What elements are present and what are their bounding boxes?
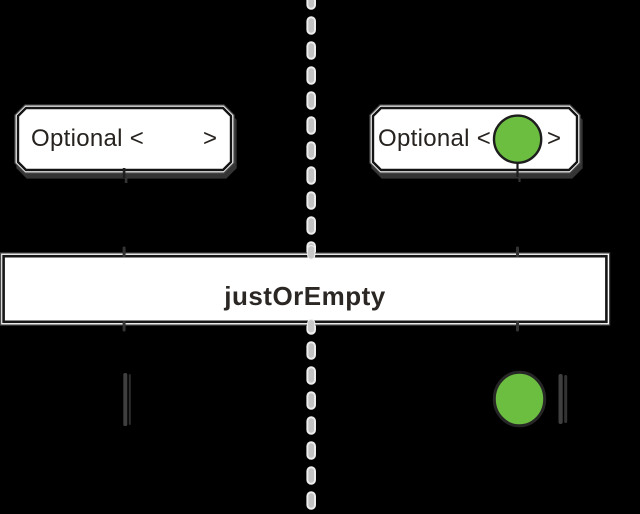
operator-bar xyxy=(0,252,611,326)
optional-empty-label-prefix: Optional < xyxy=(31,125,145,152)
optional-empty-box xyxy=(14,104,235,178)
timeline-stub-icon xyxy=(122,321,126,332)
box-casing xyxy=(14,104,235,174)
divider-dash-over-bar xyxy=(307,245,316,260)
arrow-stub-icon xyxy=(122,168,126,178)
timeline-ticks xyxy=(122,245,519,334)
optional-value-label-suffix: > xyxy=(547,125,562,152)
output-right xyxy=(492,370,568,428)
bar-border xyxy=(2,254,608,324)
complete-tick-icon xyxy=(123,373,128,426)
timeline-stub-icon xyxy=(122,246,126,257)
optional-empty-label-suffix: > xyxy=(203,125,218,152)
optional-value-label-prefix: Optional < xyxy=(378,125,492,152)
box-border xyxy=(371,106,579,172)
box-border xyxy=(16,106,233,172)
output-left xyxy=(123,373,131,426)
timeline-stub-icon xyxy=(516,246,519,257)
input-marble-icon xyxy=(492,114,543,164)
operator-label: justOrEmpty xyxy=(224,281,386,311)
output-marble-icon xyxy=(492,370,547,428)
bar-casing xyxy=(0,252,611,326)
divider-dash-over-bar xyxy=(307,319,316,334)
complete-tick-icon xyxy=(558,374,563,424)
timeline-stub-icon xyxy=(516,321,519,332)
complete-tick-shadow xyxy=(128,374,131,425)
optional-value-box xyxy=(369,104,581,177)
complete-tick-shadow xyxy=(564,375,568,423)
